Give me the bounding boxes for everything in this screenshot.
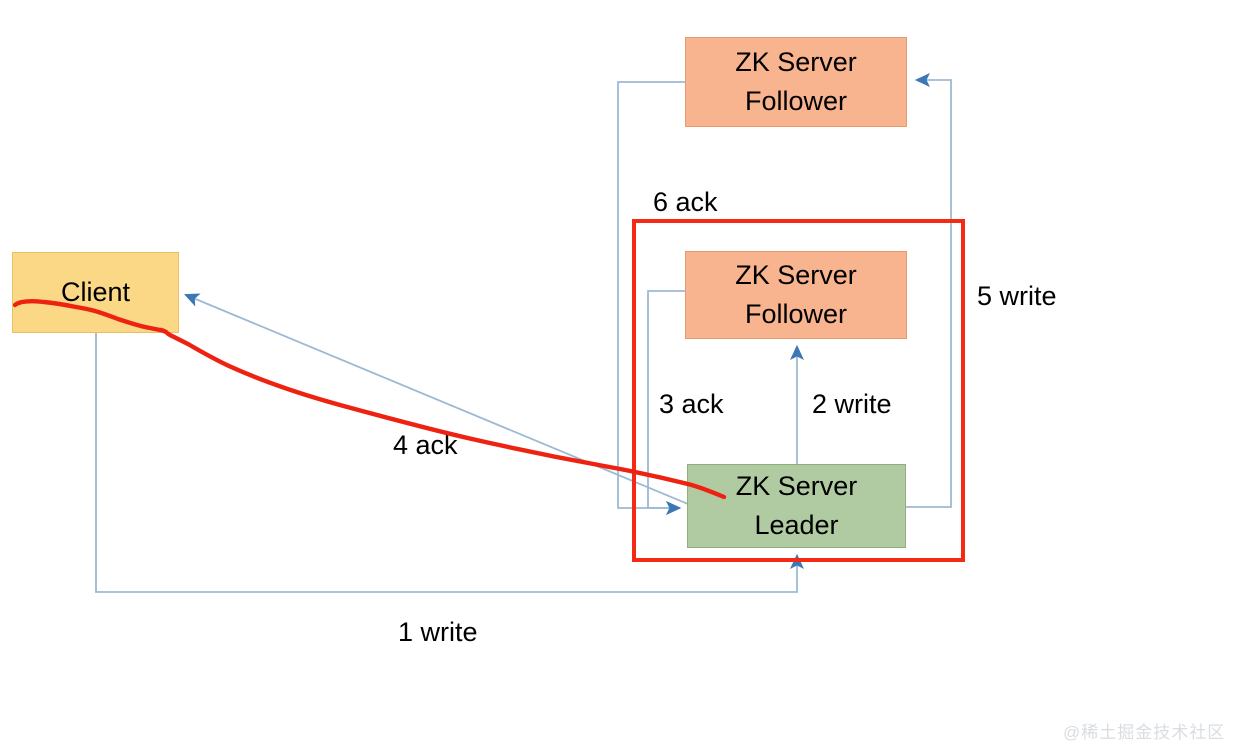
edge-label-3-ack: 3 ack <box>659 389 724 419</box>
node-zk-follower-inner-line1: ZK Server <box>735 259 857 290</box>
node-zk-leader[interactable]: ZK Server Leader <box>687 464 906 548</box>
node-zk-follower-top-line2: Follower <box>744 86 848 116</box>
node-zk-follower-inner[interactable]: ZK Server Follower <box>685 251 907 339</box>
node-zk-follower-top[interactable]: ZK Server Follower <box>685 37 907 127</box>
edge-label-1-write: 1 write <box>398 617 478 647</box>
edge-4-ack-path <box>184 293 713 515</box>
watermark-label: @稀土掘金技术社区 <box>1063 723 1226 742</box>
edge-label-2-write: 2 write <box>812 389 892 419</box>
node-zk-follower-top-line1: ZK Server <box>735 46 857 77</box>
edge-label-6-ack: 6 ack <box>653 187 718 217</box>
node-zk-follower-inner-line2: Follower <box>744 299 848 329</box>
node-zk-leader-line1: ZK Server <box>735 470 858 501</box>
node-zk-leader-line2: Leader <box>754 510 839 540</box>
edge-label-5-write: 5 write <box>977 281 1057 311</box>
edge-6-ack-path <box>617 81 685 516</box>
node-client-line1: Client <box>60 276 131 307</box>
edge-5-write-path <box>906 72 952 508</box>
node-client[interactable]: Client <box>12 252 179 333</box>
edge-label-4-ack: 4 ack <box>393 430 458 460</box>
edge-1-write-path <box>95 333 805 593</box>
